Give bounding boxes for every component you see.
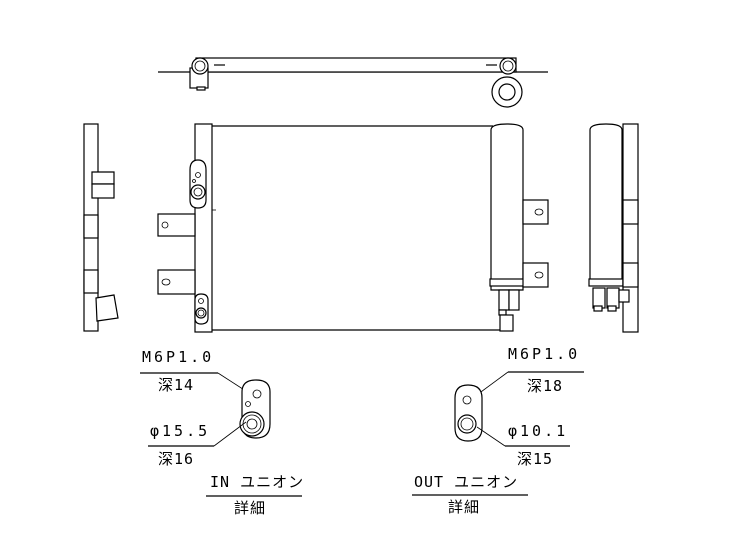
in-bore-diameter: φ15.5 [150, 422, 211, 440]
out-union-title: OUT ユニオン [414, 473, 519, 491]
out-bore-diameter: φ10.1 [508, 422, 569, 440]
out-union-detail [412, 371, 584, 496]
left-side-view [83, 123, 119, 332]
in-union-subtitle: 詳細 [234, 499, 267, 517]
front-view [157, 123, 549, 333]
out-thread-spec: M6P1.0 [508, 345, 581, 363]
in-thread-spec: M6P1.0 [142, 348, 215, 366]
in-thread-depth: 深14 [158, 376, 195, 394]
right-side-view [588, 123, 639, 333]
in-union-detail [140, 372, 302, 497]
in-bore-depth: 深16 [158, 450, 195, 468]
top-view [158, 57, 548, 108]
in-union-title: IN ユニオン [210, 473, 305, 491]
out-bore-depth: 深15 [517, 450, 554, 468]
out-union-subtitle: 詳細 [448, 498, 481, 516]
out-thread-depth: 深18 [527, 377, 564, 395]
